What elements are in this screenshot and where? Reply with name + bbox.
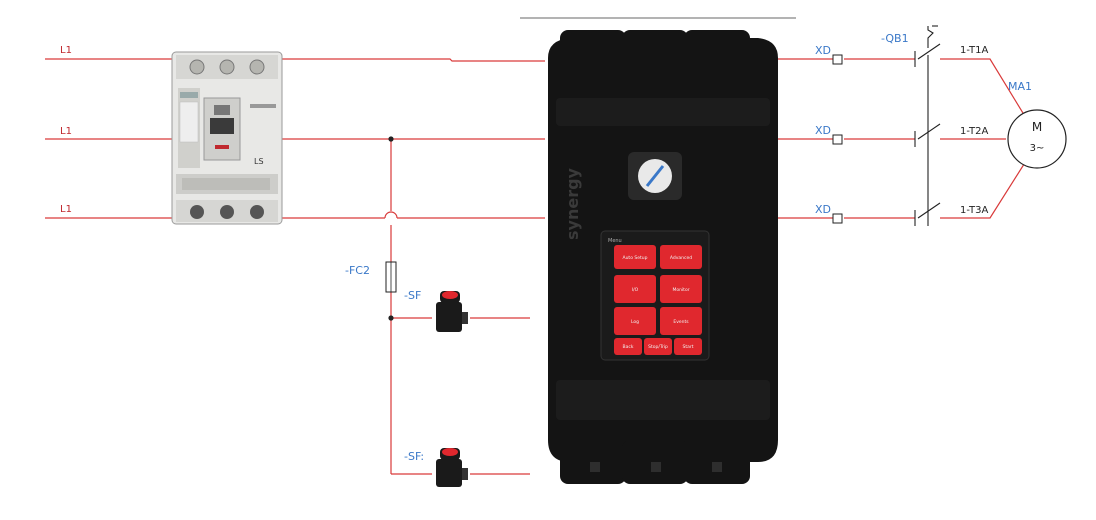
sf-lower-label: -SF: — [404, 450, 424, 463]
svg-text:Start: Start — [683, 344, 694, 350]
svg-text:Back: Back — [623, 344, 634, 350]
fuse-label: -FC2 — [345, 264, 370, 277]
motor-phase-label: 3~ — [1030, 143, 1045, 154]
screen-button-stop-trip[interactable]: Stop/Trip — [644, 338, 672, 355]
screen-button-back[interactable]: Back — [614, 338, 642, 355]
xd-label-top: XD — [815, 44, 831, 57]
push-button-sf-upper — [436, 291, 468, 332]
screen-button-monitor[interactable]: Monitor — [660, 275, 702, 303]
motor-m-label: M — [1032, 120, 1042, 134]
svg-text:Events: Events — [673, 319, 689, 325]
svg-text:Log: Log — [631, 319, 639, 325]
terminal-xd-1 — [832, 54, 843, 65]
junction-dot — [388, 315, 394, 321]
xd-label-bot: XD — [815, 203, 831, 216]
terminal-xd-2 — [832, 134, 843, 145]
terminal-xd-3 — [832, 213, 843, 224]
screen-menu-title: Menu — [608, 238, 622, 244]
t2-label: 1-T2A — [960, 126, 989, 137]
breaker-brand: LS — [254, 157, 264, 166]
screen-button-start[interactable]: Start — [674, 338, 702, 355]
svg-text:Advanced: Advanced — [670, 255, 692, 261]
circuit-breaker: LS — [171, 51, 283, 225]
push-button-sf-lower — [436, 448, 468, 487]
soft-starter: synergy Menu Auto Setup Advanced I/O Mon… — [548, 30, 778, 484]
screen-button-log[interactable]: Log — [614, 307, 656, 335]
device-brand: synergy — [563, 167, 582, 240]
contactor-qb1 — [914, 25, 941, 226]
t3-label: 1-T3A — [960, 205, 989, 216]
screen-button-events[interactable]: Events — [660, 307, 702, 335]
sf-upper-label: -SF — [404, 289, 421, 302]
screen-button-auto-setup[interactable]: Auto Setup — [614, 245, 656, 269]
power-wires — [45, 58, 1027, 475]
contactor-label: -QB1 — [881, 32, 909, 45]
motor-ma1 — [1007, 109, 1067, 169]
screen-button-advanced[interactable]: Advanced — [660, 245, 702, 269]
svg-text:Stop/Trip: Stop/Trip — [648, 344, 668, 350]
l1-label-mid: L1 — [60, 126, 72, 137]
l1-label-top: L1 — [60, 45, 72, 56]
svg-text:Auto Setup: Auto Setup — [623, 255, 648, 261]
t1-label: 1-T1A — [960, 45, 989, 56]
junction-dot — [388, 136, 394, 142]
screen-button-io[interactable]: I/O — [614, 275, 656, 303]
xd-label-mid: XD — [815, 124, 831, 137]
svg-text:I/O: I/O — [632, 287, 639, 293]
motor-tag-label: MA1 — [1008, 80, 1032, 93]
svg-text:Monitor: Monitor — [672, 287, 689, 293]
l1-label-bot: L1 — [60, 204, 72, 215]
